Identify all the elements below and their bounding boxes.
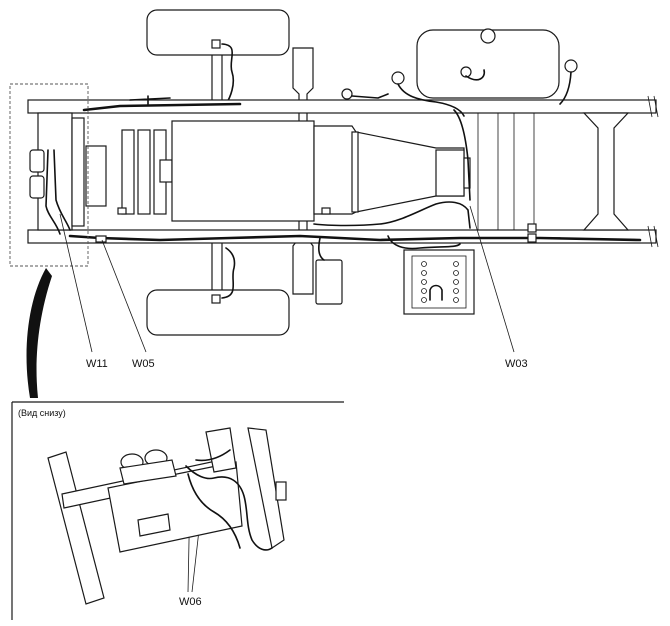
front-right-tire — [146, 289, 290, 336]
inset-bottom-view: (Вид снизу) — [11, 401, 344, 620]
rear-crossmember — [582, 112, 630, 231]
callout-w03: W03 — [505, 358, 528, 370]
lower-wheel-sensor — [211, 294, 221, 304]
chassis-top-view — [9, 9, 659, 336]
battery — [403, 249, 475, 315]
relay-box — [315, 259, 343, 305]
inset-frame — [11, 401, 344, 620]
inset-title: (Вид снизу) — [18, 408, 66, 418]
battery-cells — [421, 261, 459, 303]
callout-w05: W05 — [132, 358, 155, 370]
fuel-cap — [480, 28, 496, 44]
callout-w11: W11 — [86, 358, 108, 370]
front-left-tire — [146, 9, 290, 56]
fuel-sender — [460, 66, 472, 78]
frame-rail-lower — [27, 229, 657, 244]
harness-lower-rail — [68, 234, 642, 242]
callout-leaders — [59, 205, 515, 593]
upper-wheel-sensor — [211, 39, 221, 49]
callout-w06: W06 — [179, 596, 202, 608]
harness-upper-rail — [82, 102, 242, 112]
inset-pointer — [26, 268, 52, 398]
engine-block — [171, 120, 315, 222]
